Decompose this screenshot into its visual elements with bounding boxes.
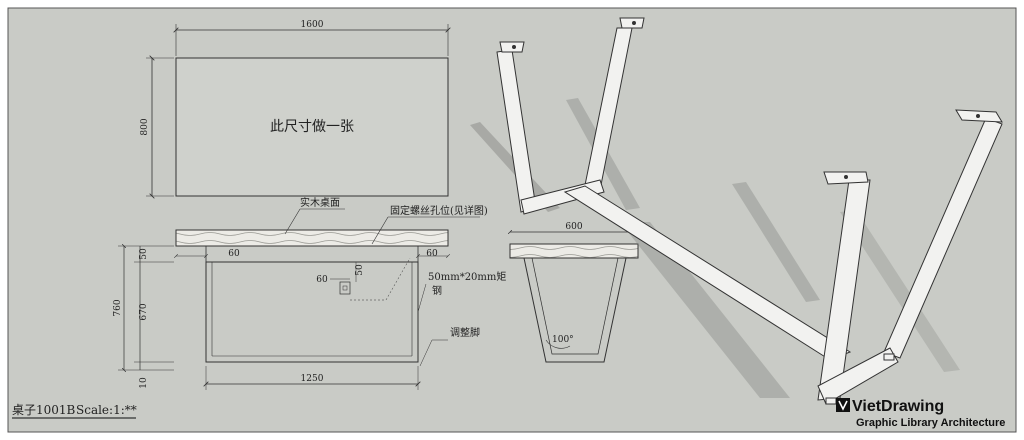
inset-left-dim: 60 [228, 249, 240, 259]
leg-height-dim: 670 [139, 303, 149, 320]
hole-detail: 60 50 [316, 257, 411, 301]
watermark-tagline: Graphic Library Architecture [856, 417, 1005, 429]
front-view: 实木桌面 固定螺丝孔位(见详图) 60 60 760 50 670 10 60 … [113, 196, 506, 390]
perspective-view [470, 17, 1003, 405]
side-top-section [509, 243, 639, 259]
bottom-width-dim: 1250 [301, 374, 324, 384]
tabletop-section [175, 229, 449, 247]
foot-dim: 10 [139, 377, 149, 389]
title-block: 桌子1001B Scale:1:** [12, 403, 137, 419]
watermark-brand: VietDrawing [852, 398, 944, 415]
watermark: VietDrawing Graphic Library Architecture [836, 398, 1005, 429]
top-width-dim: 1600 [301, 20, 324, 30]
foot-label: 调整脚 [450, 326, 480, 339]
tube-label-line1: 50mm*20mm矩 [428, 270, 506, 283]
side-angle: 100° [552, 335, 574, 345]
tube-label-line2: 钢 [432, 284, 442, 297]
label-solid-wood-top: 实木桌面 [300, 196, 340, 209]
inset-right-dim: 60 [426, 249, 438, 259]
top-view: 1600 800 此尺寸做一张 [140, 20, 448, 196]
detail-height-dim: 50 [355, 264, 365, 276]
vietdrawing-logo [836, 398, 850, 412]
drawing-name: 桌子1001B [12, 403, 76, 417]
drawing-scale: Scale:1:** [76, 403, 137, 417]
side-view: 600 100° [509, 222, 639, 363]
top-thickness-dim: 50 [139, 248, 149, 260]
top-depth-dim: 800 [140, 118, 150, 135]
label-screw-holes: 固定螺丝孔位(见详图) [390, 204, 488, 217]
total-height-dim: 760 [113, 299, 123, 316]
side-width-dim: 600 [565, 222, 582, 232]
center-stretcher [563, 185, 852, 361]
side-leg-outer [523, 257, 627, 363]
top-note: 此尺寸做一张 [270, 119, 354, 135]
side-leg-inner [531, 257, 619, 355]
right-leg-frame [817, 109, 1003, 405]
tabletop-plan [175, 57, 449, 197]
detail-width-dim: 60 [316, 275, 328, 285]
